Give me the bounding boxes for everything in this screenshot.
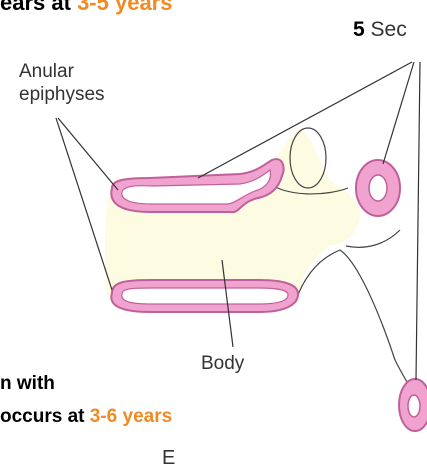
secondary-center-upper-inner [369, 175, 387, 201]
figure-letter: E [162, 447, 175, 470]
arch-lower-outline [296, 250, 418, 400]
body-label: Body [201, 352, 244, 375]
left-caption-highlight: 3-6 years [90, 406, 172, 427]
leader-anular-lower [56, 118, 112, 290]
anular-label-line1: Anular [19, 60, 105, 83]
vertebral-body [105, 128, 360, 305]
anular-epiphyses-label: Anular epiphyses [19, 60, 105, 106]
anular-label-line2: epiphyses [19, 83, 105, 106]
secondary-count: 5 [353, 18, 365, 41]
top-caption-highlight: 3-5 years [77, 0, 172, 15]
leader-anular-upper [58, 118, 118, 190]
secondary-label-text: Sec [371, 18, 407, 41]
left-caption-line2: occurs at 3-6 years [0, 406, 172, 428]
top-caption-text: ears at [0, 0, 77, 15]
secondary-centers-label: 5 Sec [353, 18, 407, 42]
left-caption-text: occurs at [0, 406, 90, 427]
top-caption: ears at 3-5 years [0, 0, 172, 16]
spinous-outline [346, 230, 400, 247]
leader-sec-to-center [383, 62, 414, 164]
secondary-center-lower-inner [408, 395, 420, 417]
lower-epiphysis-inner [122, 288, 288, 304]
left-caption-line1: n with [0, 373, 55, 395]
leader-sec-to-lower-center [416, 62, 420, 380]
